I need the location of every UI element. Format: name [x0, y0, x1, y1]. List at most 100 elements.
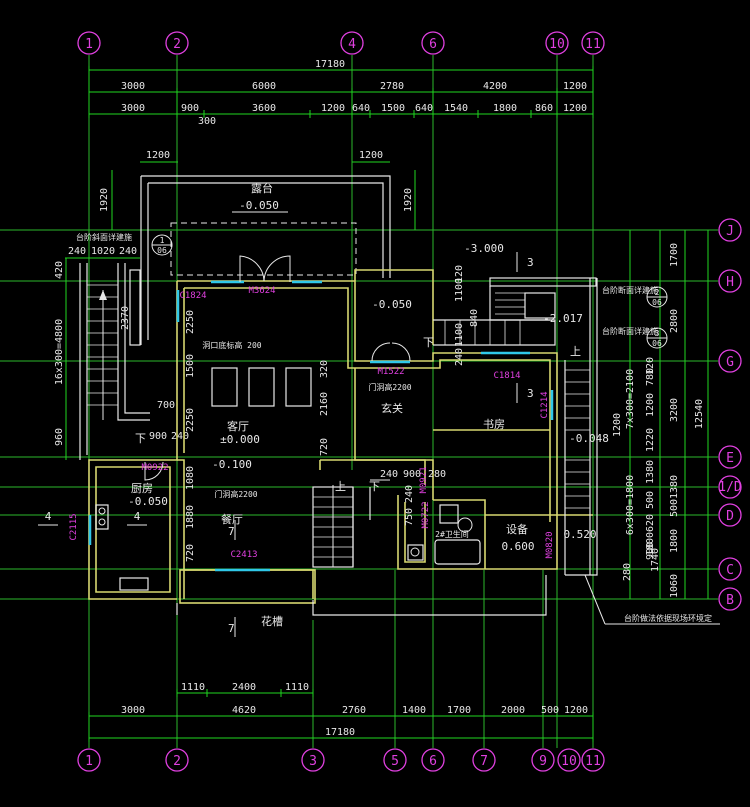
windows	[88, 280, 554, 572]
dim-right-total: 12540	[694, 399, 705, 429]
cut-4a: 4	[45, 510, 52, 523]
note-sec2: 台阶断面详建施	[602, 285, 658, 295]
terrace-outline	[140, 175, 391, 345]
axis-bubble-right-J: J	[726, 224, 734, 239]
dim-right-1700: 1700	[669, 243, 680, 267]
dim-right-1200: 1200	[645, 393, 656, 417]
dim-top-1200a: 1200	[146, 150, 170, 161]
dim-inner-2160: 2160	[319, 392, 330, 416]
dim-bottom-row2-4: 1700	[447, 705, 471, 716]
dim-top-300: 300	[198, 116, 216, 127]
dim-right-1800b: 1800	[669, 529, 680, 553]
axis-bubble-bottom-11: 11	[585, 754, 601, 769]
elev-kitchen: -0.050	[128, 495, 168, 508]
dim-top-row1-0: 3000	[121, 81, 145, 92]
section-marker-2: 2	[655, 288, 660, 297]
dim-inner-1080: 1080	[185, 466, 196, 490]
dim-top-1200b: 1200	[359, 150, 383, 161]
dim-bottom-row2-3: 1400	[402, 705, 426, 716]
dim-bottom-row1-2: 1110	[285, 682, 309, 693]
right-axis-bubbles: J H G E 1/D D C B	[718, 218, 742, 611]
elev-foyer: -0.050	[372, 298, 412, 311]
dim-right-620: 620	[645, 514, 656, 532]
dim-bottom-row2-6: 500	[541, 705, 559, 716]
dim-inner-840: 840	[469, 309, 480, 327]
dim-left-top-1: 1020	[91, 246, 115, 257]
top-axis-bubbles: 1 2 4 6 10 11	[77, 31, 605, 55]
axis-bubble-right-B: B	[726, 593, 734, 608]
axis-bubble-top-2: 2	[173, 37, 181, 52]
lower-bay	[176, 575, 547, 616]
dim-inner-1200: 1200	[612, 413, 623, 437]
room-kitchen: 厨房	[131, 482, 153, 495]
dim-top-row2-2: 3600	[252, 103, 276, 114]
label-m0722: M0722	[421, 501, 431, 528]
section-marker-3: 3	[655, 329, 660, 338]
elev-equipment: 0.600	[501, 540, 534, 553]
axis-bubble-right-1D: 1/D	[718, 480, 742, 495]
axis-bubble-bottom-2: 2	[173, 754, 181, 769]
cut-4b: 4	[134, 510, 141, 523]
ceiling-panels	[211, 367, 312, 407]
label-m0921: M0921	[419, 466, 429, 493]
room-living: 客厅	[227, 419, 249, 433]
dim-right-2800: 2800	[669, 309, 680, 333]
dim-inner-900: 900	[403, 469, 421, 480]
note-hole-dining: 门洞高2200	[214, 489, 257, 499]
elev-living-low: -0.100	[212, 458, 252, 471]
dim-left-900: 900	[149, 431, 167, 442]
dim-top-row2-5: 1500	[381, 103, 405, 114]
left-stair	[79, 263, 150, 460]
dim-bottom-row2-2: 2760	[342, 705, 366, 716]
dim-bottom-row2-7: 1200	[564, 705, 588, 716]
dim-right-120: 120	[645, 357, 656, 375]
axis-bubble-right-E: E	[726, 451, 734, 466]
note-hole-foyer: 门洞高2200	[368, 382, 411, 392]
dim-bottom-row2-1: 4620	[232, 705, 256, 716]
kitchen-fixtures	[95, 504, 149, 591]
elev-right-stair: -2.017	[543, 312, 583, 325]
elev-top-stair: -3.000	[464, 242, 504, 255]
axis-bubble-bottom-10: 10	[561, 754, 577, 769]
dim-right-1800: 1800	[645, 532, 656, 556]
label-c2413: C2413	[230, 550, 257, 560]
dim-inner-320: 320	[319, 360, 330, 378]
stair-down-center: 下	[369, 480, 380, 493]
axis-bubble-top-4: 4	[348, 37, 356, 52]
dim-top-row2-7: 1540	[444, 103, 468, 114]
section-marker-3-sheet: 06	[652, 339, 662, 348]
dim-top-row1-1: 6000	[252, 81, 276, 92]
dim-inner-720b: 720	[319, 438, 330, 456]
axis-bubble-top-11: 11	[585, 37, 601, 52]
axis-bubble-top-1: 1	[85, 37, 93, 52]
stair-down-right: 下	[423, 336, 434, 349]
footnote: 台阶做法依据现场环境定	[624, 613, 712, 623]
dim-inner-750: 750	[404, 508, 415, 526]
cut-3b: 3	[527, 387, 534, 400]
stair-up-right: 上	[570, 345, 581, 358]
label-m0820: M0820	[545, 531, 555, 558]
dim-right-780: 780	[645, 368, 656, 386]
dim-right-stairs2: 6x300=1800	[625, 475, 636, 535]
dim-left-1920b: 1920	[403, 188, 414, 212]
dim-top-row2-3: 1200	[321, 103, 345, 114]
elev-right-low: -0.048	[569, 432, 609, 445]
dim-inner-120: 120	[454, 265, 465, 283]
axis-bubble-bottom-7: 7	[480, 754, 488, 769]
label-c1814: C1814	[493, 371, 520, 381]
label-m0922: M0922	[141, 463, 168, 473]
room-equipment: 设备	[506, 522, 528, 536]
dim-left-960: 960	[54, 428, 65, 446]
dim-right-1380b: 1380	[669, 475, 680, 499]
cut-7b: 7	[228, 622, 235, 635]
note-top: 台阶斜面详建施	[76, 232, 132, 242]
dim-top-row1-3: 4200	[483, 81, 507, 92]
axis-bubble-right-D: D	[726, 509, 734, 524]
label-c2115: C2115	[69, 513, 79, 540]
dim-top-total: 17180	[315, 59, 345, 70]
axis-bubble-right-C: C	[726, 563, 734, 578]
axis-bubble-bottom-1: 1	[85, 754, 93, 769]
note-sec3: 台阶断面详建施	[602, 326, 658, 336]
axis-bubble-top-6: 6	[429, 37, 437, 52]
